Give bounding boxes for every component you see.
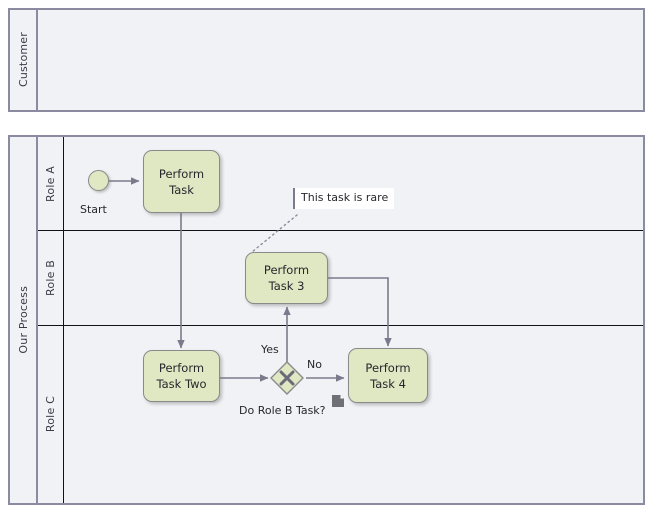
task-perform-task-4-line1: Perform xyxy=(365,360,411,375)
task-perform-task-4[interactable]: Perform Task 4 xyxy=(348,348,428,403)
flow-label-no: No xyxy=(307,358,322,371)
task-perform-task[interactable]: Perform Task xyxy=(143,150,220,213)
lane-role-b-label: Role B xyxy=(44,260,57,296)
task-perform-task-line1: Perform xyxy=(158,166,205,181)
flow-label-yes: Yes xyxy=(261,343,279,356)
lane-role-a[interactable]: Role A xyxy=(38,137,643,230)
task-perform-task-line2: Task xyxy=(169,182,194,197)
lane-role-a-label: Role A xyxy=(44,165,57,202)
pool-customer-label: Customer xyxy=(16,32,30,88)
pool-our-process-header[interactable]: Our Process xyxy=(10,137,38,503)
task-perform-task-3-line1: Perform xyxy=(263,263,310,277)
text-annotation-rare-text: This task is rare xyxy=(301,191,389,204)
lane-role-b[interactable]: Role B xyxy=(38,230,643,325)
task-perform-task-3[interactable]: Perform Task 3 xyxy=(245,252,328,304)
start-event[interactable] xyxy=(88,170,109,191)
text-annotation-rare[interactable]: This task is rare xyxy=(293,188,395,209)
task-perform-task-4-line2: Task 4 xyxy=(370,376,406,391)
lane-role-b-header[interactable]: Role B xyxy=(38,231,64,325)
pool-customer-header[interactable]: Customer xyxy=(10,10,38,110)
task-perform-task-3-line2: Task 3 xyxy=(268,279,305,293)
lane-role-a-header[interactable]: Role A xyxy=(38,137,64,230)
task-perform-task-two-line1: Perform xyxy=(158,361,205,375)
document-icon[interactable] xyxy=(331,394,346,413)
lane-role-b-body xyxy=(64,231,643,325)
start-event-label: Start xyxy=(80,203,107,216)
task-perform-task-two-line2: Task Two xyxy=(156,377,207,391)
lane-role-c-header[interactable]: Role C xyxy=(38,326,64,503)
lane-role-c[interactable]: Role C xyxy=(38,325,643,503)
pool-our-process-label: Our Process xyxy=(16,286,30,354)
pool-customer[interactable]: Customer xyxy=(8,8,645,112)
task-perform-task-two[interactable]: Perform Task Two xyxy=(143,350,220,402)
lane-role-c-label: Role C xyxy=(44,396,57,433)
gateway-label: Do Role B Task? xyxy=(239,404,326,417)
